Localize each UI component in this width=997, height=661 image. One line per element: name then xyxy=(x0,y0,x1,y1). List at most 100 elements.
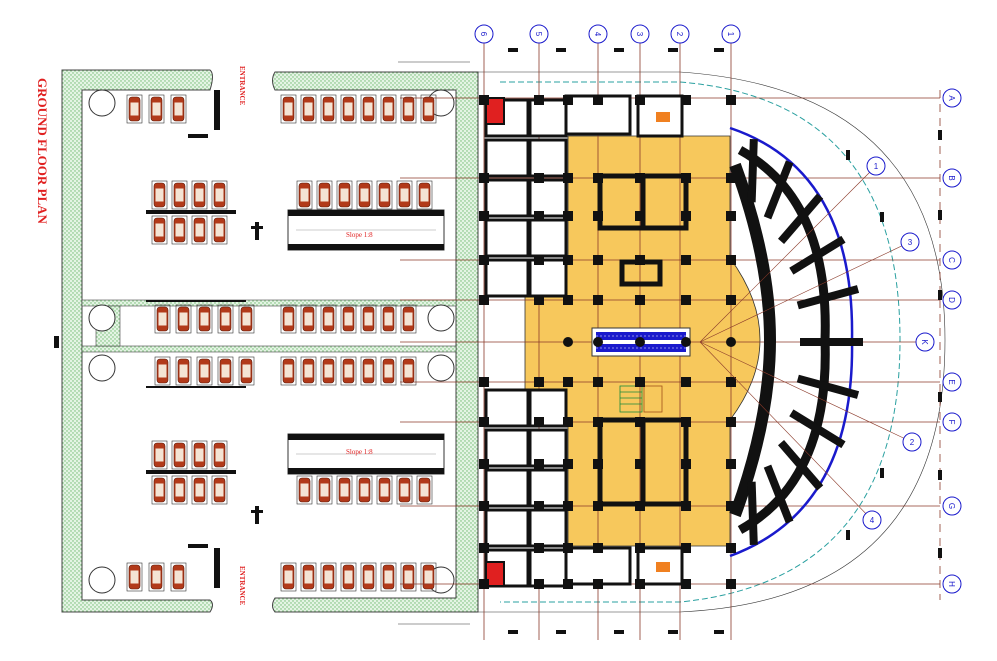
parking-car xyxy=(211,180,228,210)
radial-marker-label: 1 xyxy=(874,162,879,171)
boundary-tick xyxy=(54,336,59,348)
boundary-tick xyxy=(614,630,624,634)
parking-car xyxy=(280,304,297,334)
parking-car xyxy=(396,180,413,210)
parking-car xyxy=(296,180,313,210)
parking-car xyxy=(296,475,313,505)
parking-car xyxy=(380,304,397,334)
round-column xyxy=(593,337,603,347)
plan-title: GROUND FLOOR PLAN xyxy=(35,78,50,225)
column xyxy=(479,543,489,553)
grid-marker-label: K xyxy=(920,339,929,345)
parking-car xyxy=(148,94,165,124)
column xyxy=(635,95,645,105)
boundary-tick xyxy=(668,630,678,634)
parking-car xyxy=(151,180,168,210)
parking-car xyxy=(148,562,165,592)
radial-marker-4: 4 xyxy=(699,341,882,530)
column xyxy=(593,501,603,511)
column xyxy=(563,211,573,221)
column xyxy=(681,543,691,553)
column xyxy=(534,95,544,105)
grid-marker-col-2: 2 xyxy=(670,24,690,44)
parking-car xyxy=(340,356,357,386)
grid-marker-label: 2 xyxy=(675,32,684,37)
parking-car xyxy=(420,562,437,592)
round-column xyxy=(635,337,645,347)
slope-label-top: Slope 1:8 xyxy=(346,231,373,239)
parking-car xyxy=(380,562,397,592)
parking-car xyxy=(316,475,333,505)
grid-marker-col-6: 6 xyxy=(474,24,494,44)
shop-room xyxy=(484,468,530,508)
column xyxy=(635,211,645,221)
parking-car xyxy=(400,562,417,592)
grid-marker-col-5: 5 xyxy=(529,24,549,44)
column xyxy=(563,173,573,183)
parking-car xyxy=(126,94,143,124)
planters xyxy=(88,89,455,594)
parking-divider xyxy=(146,300,246,302)
column xyxy=(593,295,603,305)
parking-car xyxy=(340,94,357,124)
radial-beam xyxy=(796,285,860,310)
grid-marker-row-G: G xyxy=(942,496,962,516)
column xyxy=(681,417,691,427)
grid-marker-label: 4 xyxy=(593,32,602,37)
round-column xyxy=(563,337,573,347)
column xyxy=(593,417,603,427)
parking-car xyxy=(238,356,255,386)
column xyxy=(534,501,544,511)
boundary-tick xyxy=(938,290,942,300)
grid-marker-label: E xyxy=(947,379,956,384)
parking-car xyxy=(211,215,228,245)
column xyxy=(563,417,573,427)
parking-car xyxy=(196,356,213,386)
parking-car xyxy=(300,94,317,124)
boundary-tick xyxy=(938,470,942,480)
parking-divider xyxy=(146,210,236,214)
column xyxy=(563,579,573,589)
grid-marker-label: B xyxy=(947,175,956,180)
structural-columns xyxy=(479,95,736,589)
shop-room xyxy=(484,218,530,258)
parking-divider xyxy=(146,386,246,388)
column xyxy=(726,95,736,105)
column xyxy=(534,377,544,387)
parking-car xyxy=(360,562,377,592)
parking-car xyxy=(400,356,417,386)
parking-car xyxy=(191,180,208,210)
radial-marker-label: 2 xyxy=(910,438,915,447)
radial-beam xyxy=(796,374,860,399)
parking-car xyxy=(154,356,171,386)
column xyxy=(726,501,736,511)
parking-car xyxy=(300,304,317,334)
grid-marker-label: 6 xyxy=(479,32,488,37)
parking-car xyxy=(170,562,187,592)
grid-marker-label: D xyxy=(947,297,956,303)
column xyxy=(681,211,691,221)
parking-car xyxy=(151,475,168,505)
column xyxy=(534,173,544,183)
parking-car xyxy=(171,475,188,505)
parking-car xyxy=(211,475,228,505)
grid-marker-label: F xyxy=(947,420,956,425)
radial-marker-3: 3 xyxy=(699,232,920,343)
column xyxy=(479,173,489,183)
grid-marker-label: C xyxy=(947,257,956,263)
radial-beam xyxy=(789,409,846,449)
radial-beams xyxy=(747,139,863,545)
grid-marker-row-F: F xyxy=(942,412,962,432)
boundary-tick xyxy=(938,392,942,402)
column xyxy=(534,459,544,469)
boundary-tick xyxy=(938,210,942,220)
grid-marker-row-H: H xyxy=(942,574,962,594)
radial-beam xyxy=(763,464,794,524)
round-column xyxy=(726,295,736,305)
grid-marker-label: G xyxy=(947,503,956,509)
radial-beam xyxy=(777,193,824,244)
slope-label-bottom: Slope 1:8 xyxy=(346,448,373,456)
